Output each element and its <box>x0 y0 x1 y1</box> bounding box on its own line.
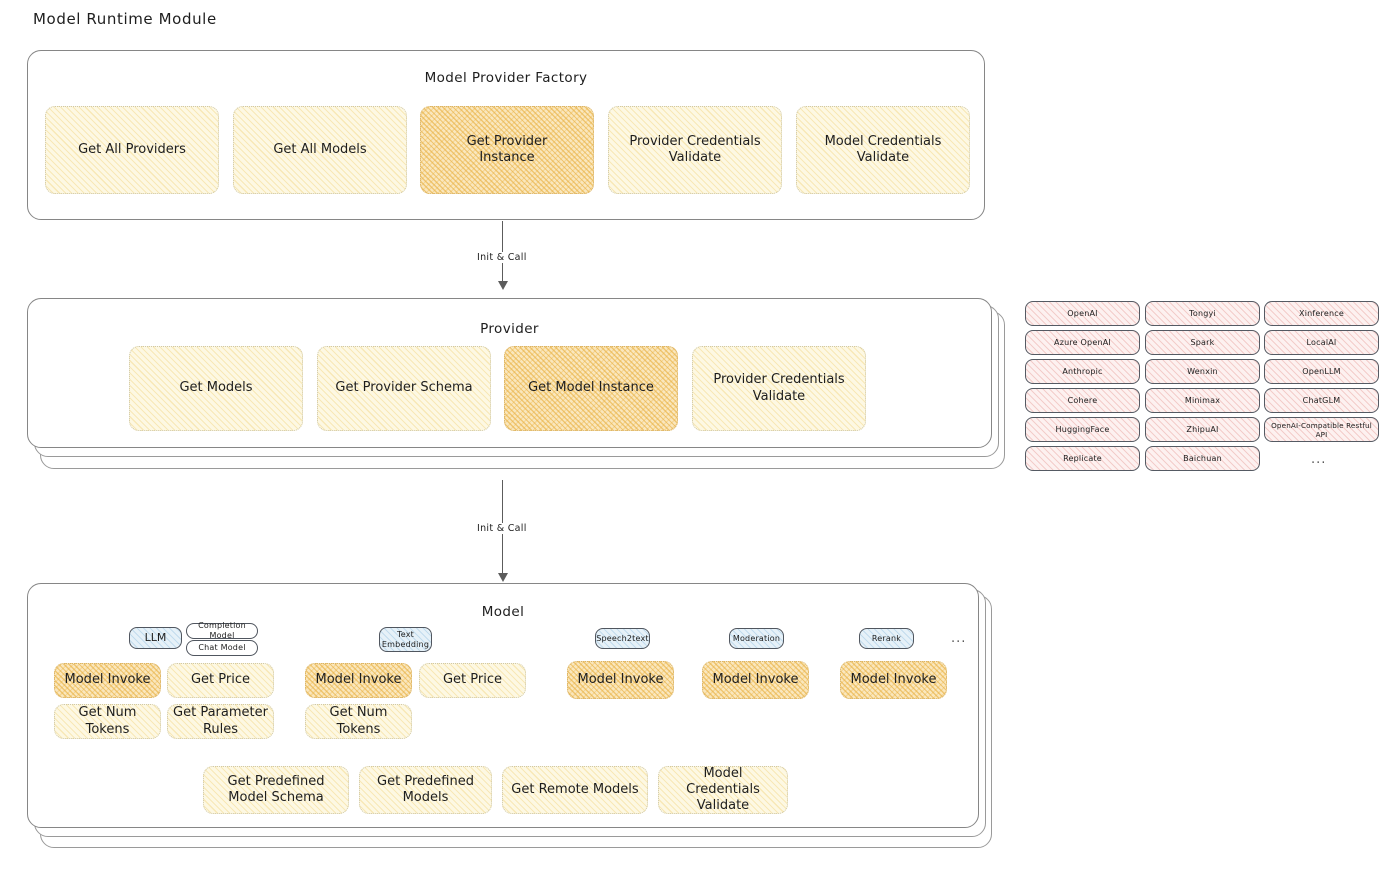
llm-method-get-price[interactable]: Get Price <box>167 663 274 698</box>
factory-node-provider-credentials-validate[interactable]: Provider Credentials Validate <box>608 106 782 194</box>
model-common-get-predefined-models[interactable]: Get Predefined Models <box>359 766 492 814</box>
provider-chip-zhipuai[interactable]: ZhipuAI <box>1145 417 1260 442</box>
model-provider-factory-title: Model Provider Factory <box>424 70 588 86</box>
provider-chip-xinference[interactable]: Xinference <box>1264 301 1379 326</box>
model-type-text-embedding[interactable]: Text Embedding <box>379 627 432 652</box>
provider-chip-localai[interactable]: LocalAI <box>1264 330 1379 355</box>
provider-chip-huggingface[interactable]: HuggingFace <box>1025 417 1140 442</box>
provider-chip-openllm[interactable]: OpenLLM <box>1264 359 1379 384</box>
factory-node-get-all-providers[interactable]: Get All Providers <box>45 106 219 194</box>
text-embedding-method-model-invoke[interactable]: Model Invoke <box>305 663 412 698</box>
factory-node-get-all-models[interactable]: Get All Models <box>233 106 407 194</box>
provider-chip-spark[interactable]: Spark <box>1145 330 1260 355</box>
model-type-rerank[interactable]: Rerank <box>859 628 914 649</box>
model-type-llm[interactable]: LLM <box>129 627 182 649</box>
model-subtype-completion-model[interactable]: Completion Model <box>186 621 258 640</box>
provider-chip-azure-openai[interactable]: Azure OpenAI <box>1025 330 1140 355</box>
arrow-factory-to-provider-label: Init & Call <box>474 252 530 263</box>
llm-method-get-parameter-rules[interactable]: Get Parameter Rules <box>167 704 274 739</box>
factory-node-model-credentials-validate[interactable]: Model Credentials Validate <box>796 106 970 194</box>
model-types-more: ... <box>951 631 967 646</box>
provider-chip-anthropic[interactable]: Anthropic <box>1025 359 1140 384</box>
model-type-speech2text[interactable]: Speech2text <box>595 628 650 649</box>
arrow-provider-to-model-head <box>498 573 508 582</box>
model-common-model-credentials-validate[interactable]: Model Credentials Validate <box>658 766 788 814</box>
rerank-method-model-invoke[interactable]: Model Invoke <box>840 661 947 699</box>
model-common-get-predefined-model-schema[interactable]: Get Predefined Model Schema <box>203 766 349 814</box>
text-embedding-method-get-num-tokens[interactable]: Get Num Tokens <box>305 704 412 739</box>
llm-method-get-num-tokens[interactable]: Get Num Tokens <box>54 704 161 739</box>
provider-chip-tongyi[interactable]: Tongyi <box>1145 301 1260 326</box>
model-common-get-remote-models[interactable]: Get Remote Models <box>502 766 648 814</box>
text-embedding-method-get-price[interactable]: Get Price <box>419 663 526 698</box>
provider-chip-chatglm[interactable]: ChatGLM <box>1264 388 1379 413</box>
factory-node-get-provider-instance[interactable]: Get Provider Instance <box>420 106 594 194</box>
page-title: Model Runtime Module <box>33 10 217 28</box>
speech2text-method-model-invoke[interactable]: Model Invoke <box>567 661 674 699</box>
provider-chip-openai[interactable]: OpenAI <box>1025 301 1140 326</box>
provider-chip-wenxin[interactable]: Wenxin <box>1145 359 1260 384</box>
provider-chip-openai-compatible-restful-api[interactable]: OpenAI-Compatible Restful API <box>1264 417 1379 442</box>
llm-method-model-invoke[interactable]: Model Invoke <box>54 663 161 698</box>
model-subtype-chat-model[interactable]: Chat Model <box>186 640 258 656</box>
provider-node-get-model-instance[interactable]: Get Model Instance <box>504 346 678 431</box>
provider-list-more: ... <box>1311 452 1327 467</box>
model-type-moderation[interactable]: Moderation <box>729 628 784 649</box>
arrow-provider-to-model-label: Init & Call <box>474 523 530 534</box>
provider-chip-baichuan[interactable]: Baichuan <box>1145 446 1260 471</box>
model-title: Model <box>481 604 525 620</box>
provider-node-provider-credentials-validate[interactable]: Provider Credentials Validate <box>692 346 866 431</box>
provider-title: Provider <box>480 321 539 337</box>
provider-node-get-models[interactable]: Get Models <box>129 346 303 431</box>
arrow-factory-to-provider-head <box>498 281 508 290</box>
provider-chip-replicate[interactable]: Replicate <box>1025 446 1140 471</box>
provider-chip-minimax[interactable]: Minimax <box>1145 388 1260 413</box>
provider-node-get-provider-schema[interactable]: Get Provider Schema <box>317 346 491 431</box>
provider-chip-cohere[interactable]: Cohere <box>1025 388 1140 413</box>
moderation-method-model-invoke[interactable]: Model Invoke <box>702 661 809 699</box>
